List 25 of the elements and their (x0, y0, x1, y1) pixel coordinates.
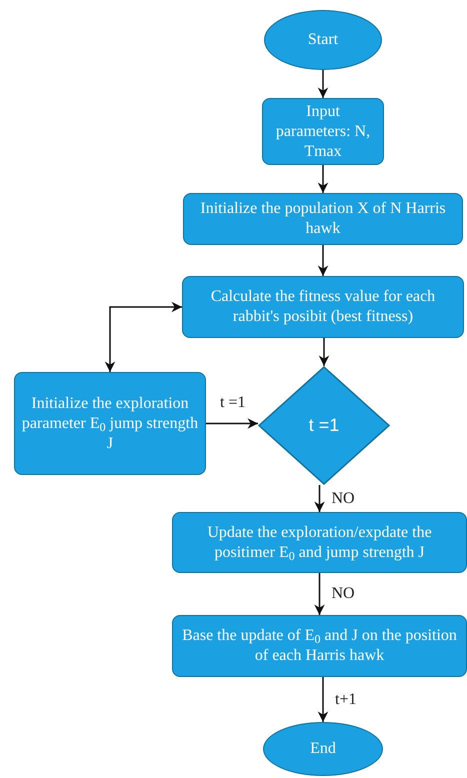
node-text: Input parameters: N, Tmax (274, 102, 372, 162)
arrow (318, 677, 328, 722)
arrow (104, 302, 182, 372)
node-text: Update the exploration/expdate the positimer E$_{0}$ and jump strength J (206, 522, 433, 562)
node-text: End (310, 739, 336, 759)
arrow (318, 245, 328, 276)
process-box (172, 512, 467, 573)
arrow (206, 418, 258, 429)
node-text: Base the update of E$_{0}$ and J on the position of each Harris hawk (181, 626, 458, 666)
arrow (318, 165, 328, 193)
node-text: Initialize the population X of N Harris hawk (199, 199, 447, 239)
process-box (14, 372, 206, 475)
node-text: t =1 (308, 414, 340, 437)
arrow (318, 338, 330, 366)
decision-diamond (258, 366, 390, 485)
node-text: Calculate the fitness value for each rabbit's posibit (best fitness) (210, 287, 436, 327)
process-box (262, 98, 384, 165)
node-text: Initialize the exploration parameter E$_{0}$ jump strength J (20, 394, 200, 454)
process-box (182, 276, 464, 338)
node-text: Start (308, 30, 338, 50)
process-box (183, 193, 463, 245)
arrow (314, 485, 325, 512)
arrow (318, 70, 328, 98)
process-box (172, 615, 467, 677)
arrow (314, 573, 325, 615)
